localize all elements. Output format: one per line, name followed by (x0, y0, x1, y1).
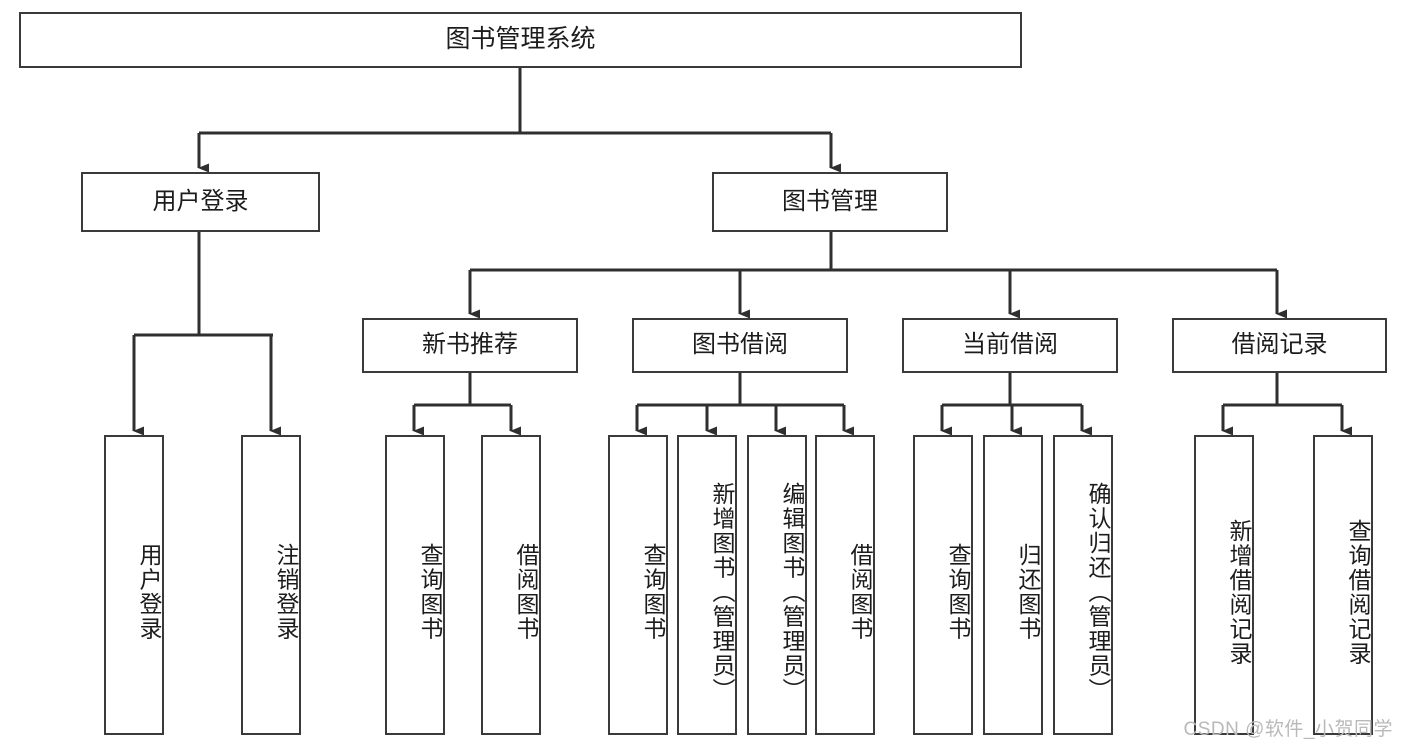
leaf-borrow-add-book-admin[interactable]: 新增图书（管理员） (677, 435, 737, 735)
leaf-borrow-edit-book-admin[interactable]: 编辑图书（管理员） (747, 435, 807, 735)
leaf-label: 借阅图书 (847, 543, 873, 641)
leaf-label: 查询图书 (640, 543, 666, 641)
node-user-login-label: 用户登录 (152, 187, 249, 215)
leaf-current-confirm-return-admin[interactable]: 确认归还（管理员） (1053, 435, 1113, 735)
leaf-label: 用户登录 (136, 543, 162, 641)
node-book-management[interactable]: 图书管理 (712, 172, 948, 232)
leaf-user-login-signout[interactable]: 注销登录 (241, 435, 301, 735)
leaf-borrow-borrow-book[interactable]: 借阅图书 (815, 435, 875, 735)
leaf-record-add[interactable]: 新增借阅记录 (1194, 435, 1254, 735)
leaf-label: 新增借阅记录 (1226, 518, 1252, 666)
leaf-label: 归还图书 (1015, 543, 1041, 641)
leaf-label: 注销登录 (273, 543, 299, 641)
node-borrow-record[interactable]: 借阅记录 (1172, 318, 1387, 373)
leaf-label: 确认归还（管理员） (1085, 481, 1111, 703)
node-borrow-record-label: 借阅记录 (1231, 331, 1328, 359)
leaf-label: 查询图书 (417, 543, 443, 641)
node-new-book-recommend-label: 新书推荐 (422, 331, 518, 359)
leaf-user-login-signin[interactable]: 用户登录 (104, 435, 164, 735)
leaf-label: 新增图书（管理员） (709, 481, 735, 703)
node-book-management-label: 图书管理 (782, 187, 878, 215)
leaf-record-query[interactable]: 查询借阅记录 (1313, 435, 1373, 735)
leaf-new-book-query[interactable]: 查询图书 (385, 435, 445, 735)
leaf-current-return-book[interactable]: 归还图书 (983, 435, 1043, 735)
csdn-watermark: CSDN @软件_小贺同学 (1183, 719, 1393, 740)
leaf-label: 查询借阅记录 (1345, 518, 1371, 666)
node-new-book-recommend[interactable]: 新书推荐 (362, 318, 578, 373)
node-root-label: 图书管理系统 (445, 25, 596, 54)
leaf-borrow-query-book[interactable]: 查询图书 (608, 435, 668, 735)
node-root-system[interactable]: 图书管理系统 (19, 12, 1022, 68)
leaf-current-query-book[interactable]: 查询图书 (913, 435, 973, 735)
node-book-borrow-label: 图书借阅 (692, 331, 788, 359)
leaf-label: 借阅图书 (513, 543, 539, 641)
leaf-new-book-borrow[interactable]: 借阅图书 (481, 435, 541, 735)
leaf-label: 编辑图书（管理员） (779, 481, 805, 703)
leaf-label: 查询图书 (945, 543, 971, 641)
node-user-login[interactable]: 用户登录 (81, 172, 320, 232)
node-current-borrow-label: 当前借阅 (962, 331, 1058, 359)
node-current-borrow[interactable]: 当前借阅 (902, 318, 1118, 373)
node-book-borrow[interactable]: 图书借阅 (632, 318, 848, 373)
